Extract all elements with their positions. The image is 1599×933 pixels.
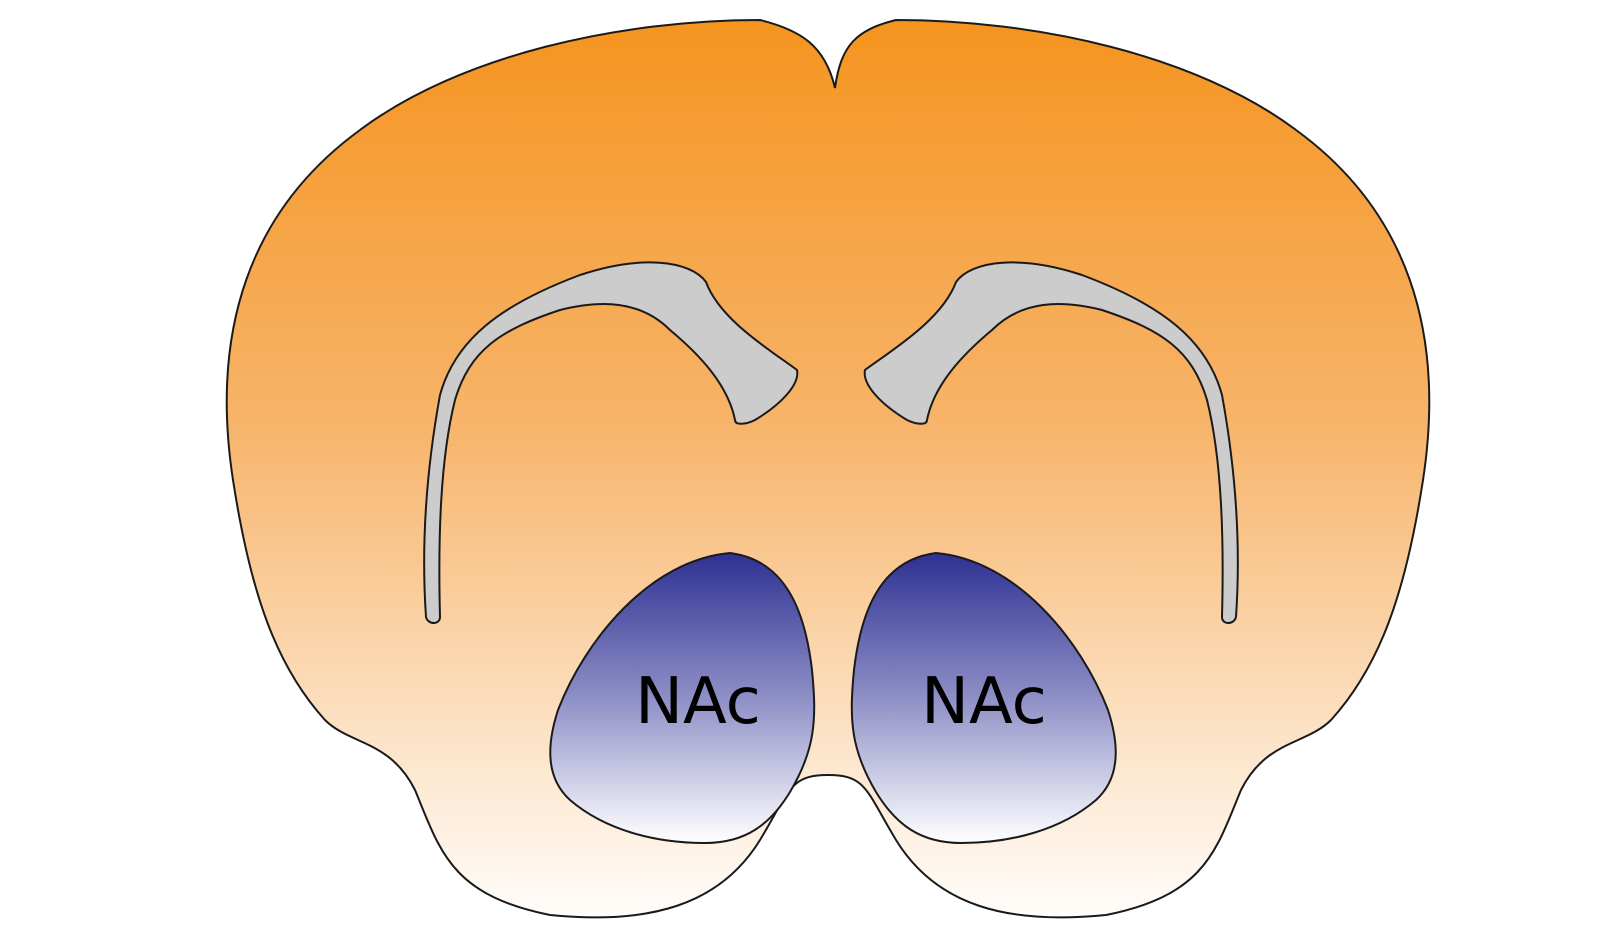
left-nac-label: NAc [635,665,761,739]
brain-outline [225,18,1431,919]
right-nac-label: NAc [921,665,1047,739]
left-lateral-ventricle [423,261,799,624]
right-nac-region [850,551,1117,845]
left-nac-region [549,551,816,845]
right-lateral-ventricle [863,261,1239,624]
